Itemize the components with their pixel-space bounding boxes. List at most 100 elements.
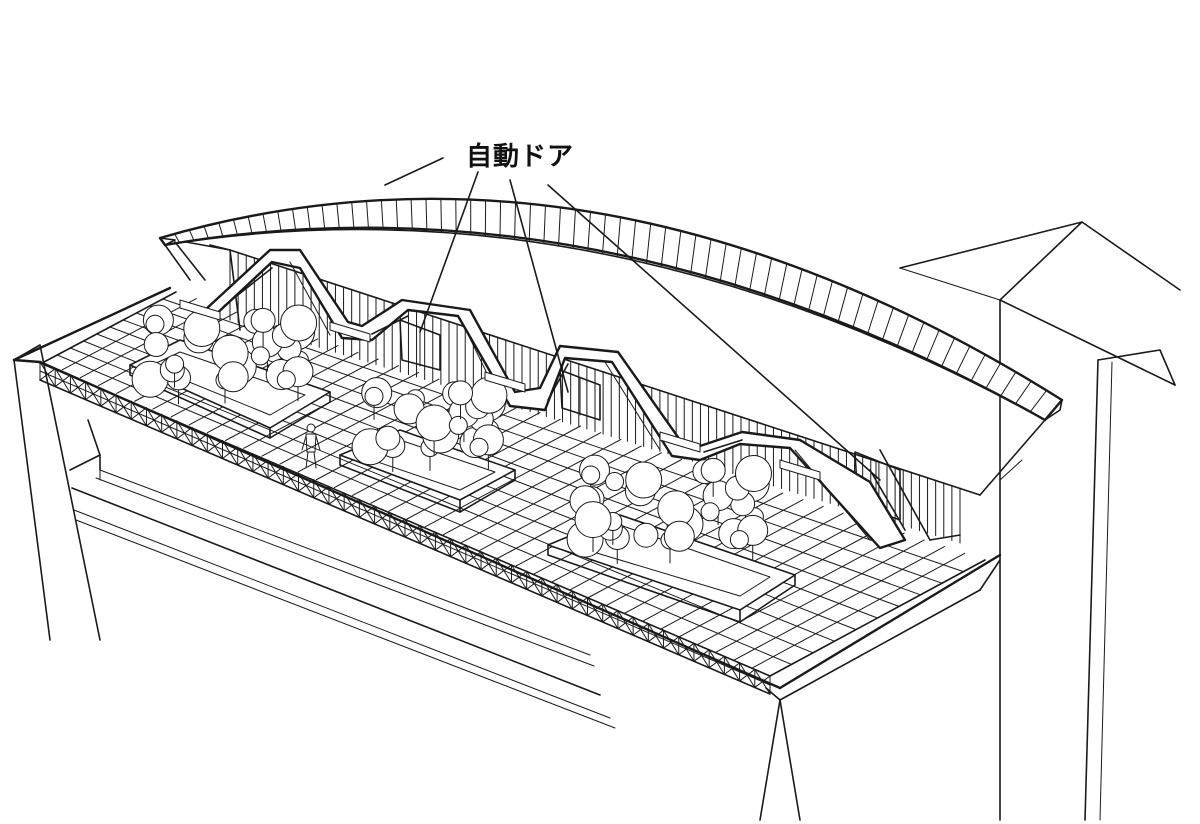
tree-canopy	[364, 386, 384, 406]
roof-seam	[660, 226, 667, 268]
lattice-brace	[602, 610, 619, 623]
lattice-brace	[404, 525, 421, 538]
roof-seam	[911, 321, 925, 355]
lattice-brace	[191, 433, 208, 446]
tree-canopy	[633, 522, 659, 548]
tree-canopy	[143, 332, 169, 357]
lattice-brace	[526, 577, 543, 590]
callout-leaders	[384, 157, 881, 481]
tree-canopy	[663, 520, 695, 552]
roof-seam	[985, 362, 1001, 390]
person-figure	[301, 423, 321, 469]
tree-canopy	[735, 455, 772, 492]
deck-tile-column-line	[460, 445, 642, 544]
lattice-brace	[298, 479, 315, 492]
roof-seam	[218, 222, 224, 238]
roof-seam	[247, 216, 253, 235]
roof-seam	[734, 247, 742, 288]
hedge-box	[179, 299, 221, 321]
roof-seam	[587, 211, 591, 252]
lattice-brace	[541, 583, 558, 597]
roof-seam	[896, 314, 910, 348]
roof-seam	[306, 206, 311, 231]
lattice-brace	[358, 505, 376, 518]
roof-seam	[528, 203, 531, 242]
deck-tile-column-line	[424, 432, 602, 528]
deck-tile-column-line	[715, 539, 925, 653]
tree-canopy	[574, 501, 612, 539]
roof-seam	[232, 219, 239, 237]
lattice-brace	[465, 551, 482, 564]
deck-tile-column-line	[696, 532, 905, 646]
roof-seam	[955, 345, 971, 375]
tree-canopy	[605, 472, 625, 491]
leader-line-door-2	[509, 179, 569, 393]
lattice-brace	[282, 472, 300, 486]
lattice-brace	[510, 570, 528, 584]
lattice-brace	[708, 655, 725, 669]
leader-line-door-3	[547, 184, 881, 481]
roof-seam	[675, 230, 682, 272]
roof-seam	[203, 225, 210, 240]
tree-canopy	[165, 354, 185, 374]
tree-canopy	[581, 465, 601, 485]
tree-canopy	[276, 370, 296, 390]
tree-canopy	[145, 314, 165, 334]
roof-seam	[748, 252, 757, 293]
roof-seam	[336, 203, 340, 231]
lattice-brace	[343, 498, 360, 512]
building-mass	[12, 286, 1002, 821]
roof-seam	[514, 201, 517, 240]
planter-3	[547, 454, 796, 623]
roof-seam	[351, 201, 355, 230]
tree-canopy	[250, 307, 276, 333]
roof-seam	[558, 206, 561, 247]
tree-canopy	[375, 425, 401, 451]
lattice-brace	[252, 459, 269, 473]
roof-seam	[631, 219, 637, 261]
roof-seam	[822, 280, 833, 318]
lattice-brace	[313, 485, 330, 499]
roof-seam	[262, 213, 268, 234]
roof-seam	[1000, 371, 1017, 397]
lattice-brace	[237, 453, 254, 466]
lattice-brace	[754, 675, 771, 688]
lattice-brace	[222, 446, 239, 459]
roof-seam	[572, 209, 576, 249]
automatic-door-2	[559, 369, 601, 421]
roof-seam	[440, 198, 443, 233]
lattice-brace	[115, 400, 132, 414]
roof-seam	[940, 337, 955, 368]
lattice-brace	[267, 466, 284, 479]
roof-seam	[837, 286, 849, 324]
roof-seam	[763, 257, 773, 297]
roof-seam	[719, 243, 727, 284]
roof-seam	[321, 204, 326, 231]
lattice-brace	[495, 564, 512, 577]
deck-tile-column-line	[733, 546, 946, 661]
lattice-brace	[647, 629, 665, 643]
roof-seam	[970, 354, 986, 382]
lattice-brace	[389, 518, 406, 531]
lattice-brace	[723, 662, 741, 675]
hedge-box	[659, 431, 701, 453]
roof-seam	[793, 268, 803, 307]
lattice-brace	[100, 394, 117, 407]
roof-seam	[1014, 380, 1032, 405]
leader-line-roof	[384, 157, 444, 186]
curved-roof	[158, 197, 1064, 496]
tree-canopy	[625, 461, 663, 499]
roof-seam	[646, 223, 652, 264]
parapet-lattice	[37, 361, 771, 695]
lattice-brace	[434, 538, 452, 551]
roof-seam	[704, 238, 712, 279]
roof-seam	[277, 210, 282, 233]
roof-seam	[425, 198, 428, 232]
tree-canopy	[250, 346, 270, 366]
lattice-brace	[450, 544, 467, 558]
tree-canopy	[700, 502, 720, 522]
lattice-brace	[571, 597, 588, 610]
deck-tile-column-line	[751, 552, 966, 669]
